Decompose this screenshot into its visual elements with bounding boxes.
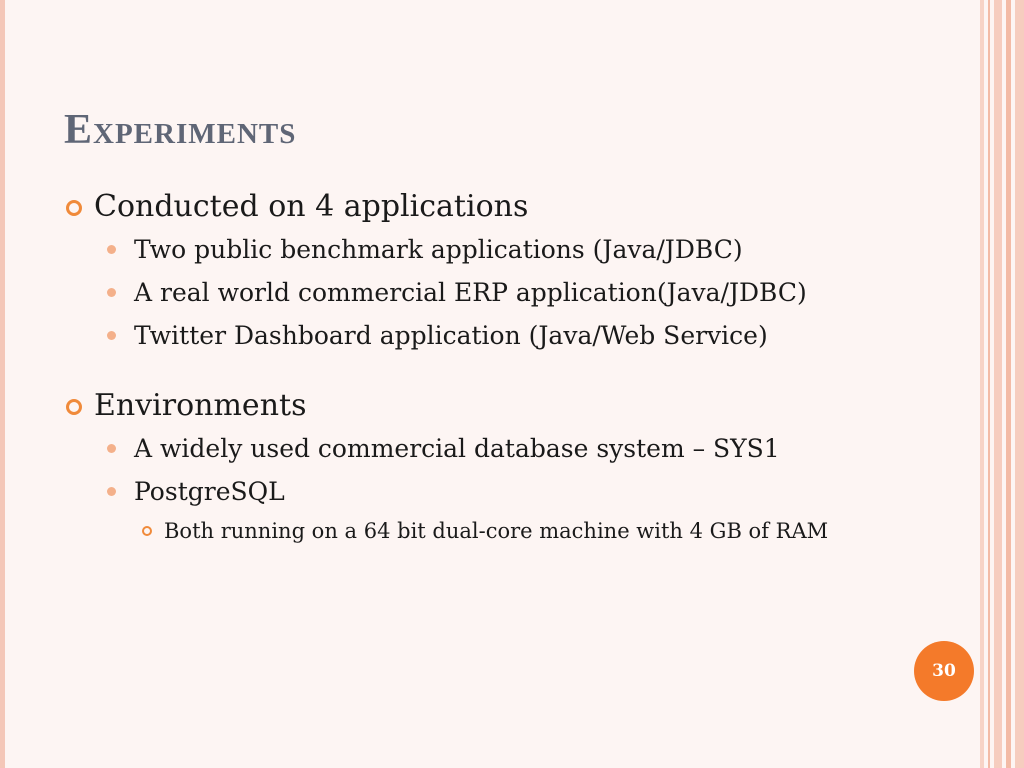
- bullet-text: Environments: [94, 388, 307, 423]
- section-gap: [64, 357, 964, 385]
- dot-bullet-icon: [107, 245, 116, 254]
- bullet-text: Twitter Dashboard application (Java/Web …: [134, 321, 768, 350]
- page-number-badge: 30: [914, 641, 974, 701]
- ring-bullet-icon: [66, 200, 82, 216]
- dot-bullet-icon: [107, 288, 116, 297]
- bullet-level3: Both running on a 64 bit dual-core machi…: [64, 513, 964, 549]
- slide-title: Experiments: [64, 107, 297, 153]
- bullet-level2: A real world commercial ERP application(…: [64, 271, 964, 314]
- small-ring-bullet-icon: [142, 526, 152, 536]
- right-border-stripe: [988, 0, 990, 768]
- ring-bullet-icon: [66, 399, 82, 415]
- right-border-stripe: [1006, 0, 1011, 768]
- right-border-stripe: [1015, 0, 1024, 768]
- bullet-text: Two public benchmark applications (Java/…: [134, 235, 743, 264]
- bullet-text: Both running on a 64 bit dual-core machi…: [164, 519, 829, 543]
- slide-content: Conducted on 4 applications Two public b…: [64, 186, 964, 549]
- bullet-level1: Conducted on 4 applications: [64, 186, 964, 228]
- dot-bullet-icon: [107, 444, 116, 453]
- bullet-level2: PostgreSQL: [64, 470, 964, 513]
- bullet-level2: Twitter Dashboard application (Java/Web …: [64, 314, 964, 357]
- dot-bullet-icon: [107, 487, 116, 496]
- bullet-text: PostgreSQL: [134, 477, 285, 506]
- right-border-stripe: [994, 0, 1002, 768]
- bullet-text: A widely used commercial database system…: [134, 434, 780, 463]
- dot-bullet-icon: [107, 331, 116, 340]
- bullet-text: A real world commercial ERP application(…: [134, 278, 807, 307]
- bullet-level2: Two public benchmark applications (Java/…: [64, 228, 964, 271]
- bullet-level2: A widely used commercial database system…: [64, 427, 964, 470]
- bullet-text: Conducted on 4 applications: [94, 189, 529, 224]
- bullet-level1: Environments: [64, 385, 964, 427]
- left-border: [0, 0, 5, 768]
- right-border-stripe: [980, 0, 984, 768]
